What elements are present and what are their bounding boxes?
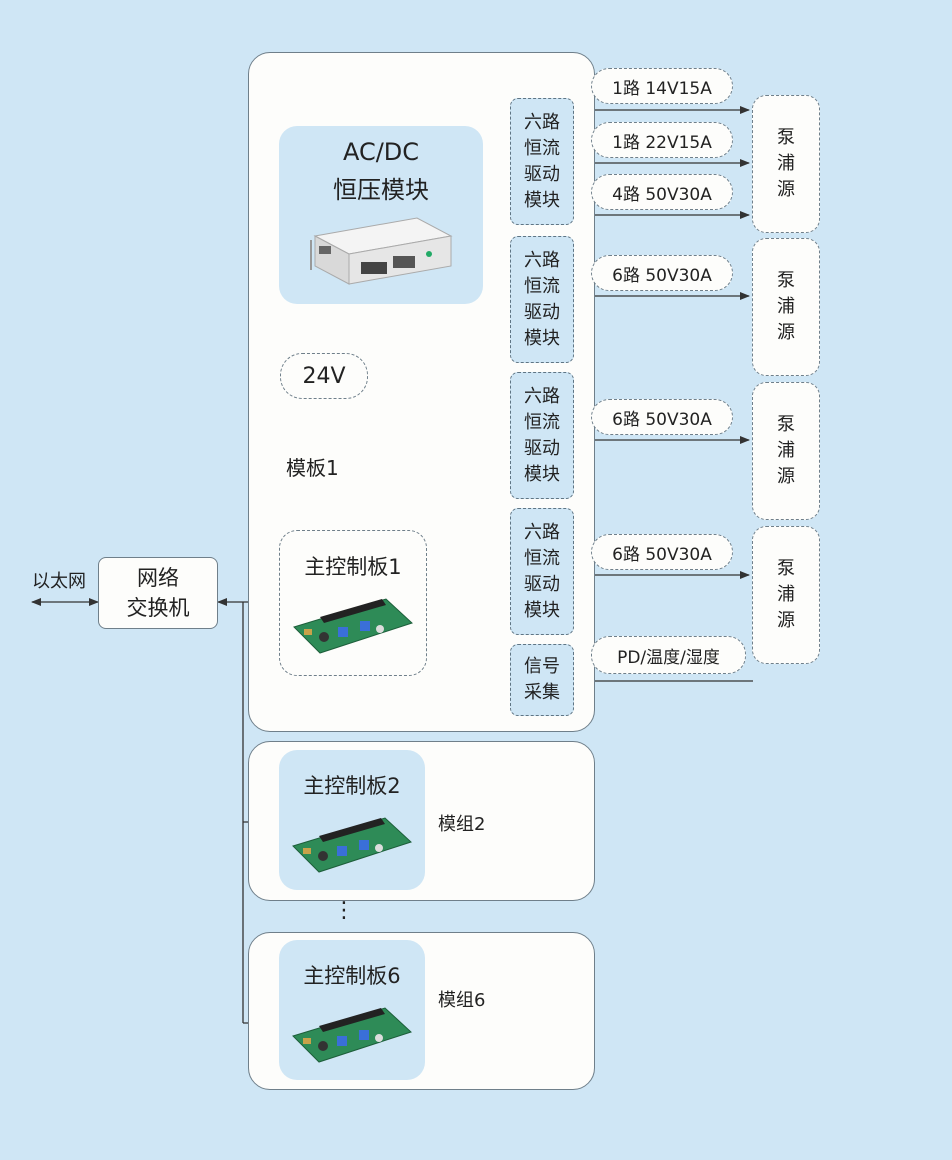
output-label-2: 1路 22V15A	[591, 122, 733, 158]
driver-4-line-3: 驱动	[524, 573, 560, 595]
power-supply-image	[310, 217, 453, 285]
main-board-6-title: 主控制板6	[303, 964, 401, 988]
pump-source-3[interactable]: 泵 浦 源	[752, 382, 820, 520]
driver-2-line-3: 驱动	[524, 301, 560, 323]
driver-2-line-1: 六路	[524, 249, 560, 271]
acdc-subtitle: 恒压模块	[333, 176, 429, 204]
driver-1-line-2: 恒流	[524, 137, 560, 159]
ethernet-label: 以太网	[32, 571, 86, 592]
driver-module-2[interactable]: 六路 恒流 驱动 模块	[510, 236, 574, 363]
main-board-1[interactable]: 主控制板1	[279, 530, 427, 676]
pump-1-char-2: 浦	[777, 153, 795, 174]
pump-4-char-2: 浦	[777, 584, 795, 605]
pcb-image-2	[292, 817, 412, 873]
driver-1-line-1: 六路	[524, 111, 560, 133]
pump-3-char-1: 泵	[777, 414, 795, 435]
switch-line-1: 网络	[137, 566, 179, 590]
pump-1-char-1: 泵	[777, 127, 795, 148]
driver-4-line-2: 恒流	[524, 547, 560, 569]
driver-4-line-1: 六路	[524, 521, 560, 543]
ellipsis-more-modules: ⋮	[333, 898, 355, 923]
voltage-24v: 24V	[280, 353, 368, 399]
acdc-module[interactable]: AC/DC 恒压模块	[279, 126, 483, 304]
pcb-image-1	[293, 598, 413, 654]
output-label-1: 1路 14V15A	[591, 68, 733, 104]
driver-1-line-3: 驱动	[524, 163, 560, 185]
pcb-image-6	[292, 1007, 412, 1063]
driver-module-3[interactable]: 六路 恒流 驱动 模块	[510, 372, 574, 499]
driver-3-line-2: 恒流	[524, 411, 560, 433]
module6-label: 模组6	[438, 990, 486, 1011]
signal-acquisition[interactable]: 信号 采集	[510, 644, 574, 716]
driver-2-line-2: 恒流	[524, 275, 560, 297]
pump-4-char-3: 源	[777, 610, 795, 631]
driver-module-1[interactable]: 六路 恒流 驱动 模块	[510, 98, 574, 225]
driver-3-line-4: 模块	[524, 463, 560, 485]
pump-2-char-3: 源	[777, 322, 795, 343]
driver-3-line-3: 驱动	[524, 437, 560, 459]
network-switch[interactable]: 网络 交换机	[98, 557, 218, 629]
pump-3-char-3: 源	[777, 466, 795, 487]
pump-source-4[interactable]: 泵 浦 源	[752, 526, 820, 664]
pump-1-char-3: 源	[777, 179, 795, 200]
signal-line-1: 信号	[524, 656, 560, 677]
signal-line-2: 采集	[524, 682, 560, 703]
main-board-2-title: 主控制板2	[303, 774, 401, 798]
pump-source-1[interactable]: 泵 浦 源	[752, 95, 820, 233]
output-label-3: 4路 50V30A	[591, 174, 733, 210]
driver-2-line-4: 模块	[524, 327, 560, 349]
pump-source-2[interactable]: 泵 浦 源	[752, 238, 820, 376]
driver-1-line-4: 模块	[524, 189, 560, 211]
driver-4-line-4: 模块	[524, 599, 560, 621]
pump-3-char-2: 浦	[777, 440, 795, 461]
pump-2-char-2: 浦	[777, 296, 795, 317]
module1-label: 模板1	[286, 456, 339, 480]
pump-2-char-1: 泵	[777, 270, 795, 291]
acdc-title: AC/DC	[342, 138, 420, 166]
driver-module-4[interactable]: 六路 恒流 驱动 模块	[510, 508, 574, 635]
output-label-6: 6路 50V30A	[591, 534, 733, 570]
output-label-4: 6路 50V30A	[591, 255, 733, 291]
sensor-label: PD/温度/湿度	[591, 636, 746, 674]
output-label-5: 6路 50V30A	[591, 399, 733, 435]
driver-3-line-1: 六路	[524, 385, 560, 407]
main-board-6[interactable]: 主控制板6	[279, 940, 425, 1080]
pump-4-char-1: 泵	[777, 558, 795, 579]
switch-line-2: 交换机	[126, 596, 190, 620]
main-board-1-title: 主控制板1	[304, 555, 402, 579]
main-board-2[interactable]: 主控制板2	[279, 750, 425, 890]
module2-label: 模组2	[438, 814, 486, 835]
